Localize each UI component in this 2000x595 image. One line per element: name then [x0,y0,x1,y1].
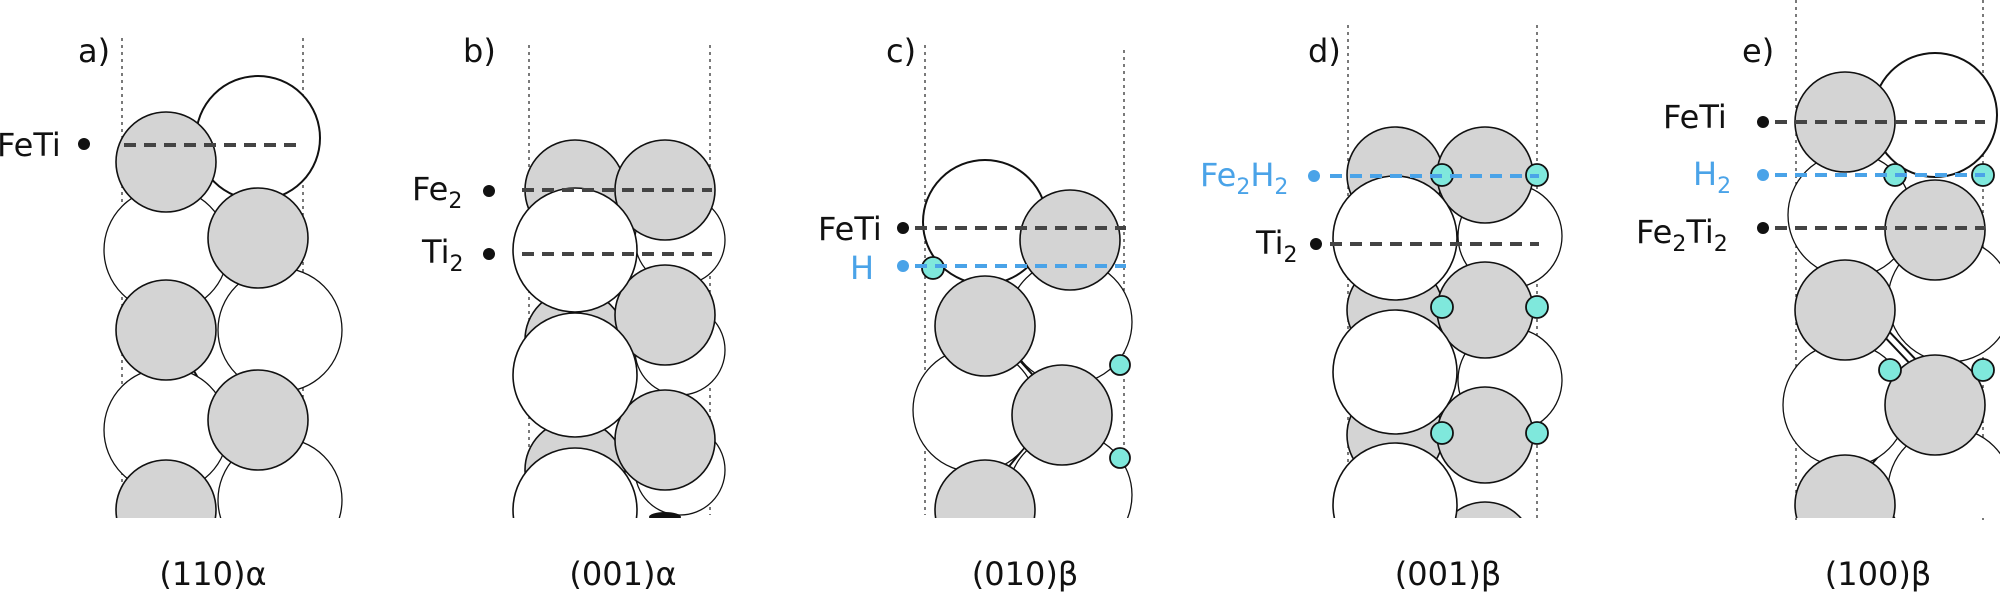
fe-atom [1794,259,1896,361]
fe-atom [934,459,1036,518]
fe-atom [1884,354,1986,456]
label-fe2h2: Fe2H2 [1200,156,1288,200]
label-ti2: Ti2 [421,233,463,277]
fe-atom [115,111,217,213]
panel-a-caption: (110)α [159,555,266,593]
label-fe2: Fe2 [412,170,462,214]
h-atom [1525,421,1549,445]
panel-a: a) FeTi (110)α [0,32,343,593]
label-dot [1757,222,1769,234]
panel-d-caption: (001)β [1395,555,1501,593]
panel-e-atoms [1782,52,2000,518]
label-feti: FeTi [1663,98,1727,136]
h-atom [1878,358,1902,382]
ti-atom [217,267,343,393]
panel-c-atoms [912,159,1133,518]
fe-atom [934,275,1036,377]
label-dot-h [1757,169,1769,181]
label-dot [483,248,495,260]
h-atom [1109,447,1131,469]
fe-atom-partial [649,512,681,518]
label-dot [897,222,909,234]
label-h2: H2 [1693,155,1731,199]
fe-atom [1019,189,1121,291]
panel-d-atoms [1332,126,1563,518]
label-dot [1310,238,1322,250]
label-dot [78,138,90,150]
label-fe2ti2: Fe2Ti2 [1636,213,1728,257]
ti-atom [1332,442,1458,518]
ti-atom [512,187,638,313]
fe-atom [614,264,716,366]
fe-atom [115,459,217,518]
ti-atom [512,312,638,438]
panel-c-caption: (010)β [972,555,1078,593]
label-h: H [850,249,874,287]
panel-e: e) FeTi H2 F [1636,0,2000,593]
h-atom [1430,421,1454,445]
panel-a-letter: a) [78,32,110,70]
panel-c: c) FeTi H (010)β [818,32,1133,593]
panel-e-letter: e) [1742,32,1774,70]
ti-atom [1332,175,1458,301]
panel-d: d) Fe2H2 Ti2 (001)β [1200,25,1563,593]
label-dot-h [1308,170,1320,182]
label-dot-h [897,260,909,272]
h-atom [1430,295,1454,319]
ti-atom [195,75,321,201]
fe-atom [614,389,716,491]
panel-b-letter: b) [463,32,496,70]
fe-atom [1011,364,1113,466]
panel-a-atoms [103,75,343,518]
panel-e-caption: (100)β [1825,555,1931,593]
ti-atom [1332,309,1458,435]
label-feti: FeTi [818,210,882,248]
label-dot [483,185,495,197]
panel-b-caption: (001)α [569,555,676,593]
panel-d-letter: d) [1308,32,1341,70]
ti-atom [512,447,638,518]
panel-b: b) Fe2 Ti2 (001)α [412,32,726,593]
fe-atom [207,369,309,471]
label-dot [1757,116,1769,128]
panel-c-letter: c) [886,32,916,70]
label-ti2: Ti2 [1255,224,1297,268]
h-atom [1109,354,1131,376]
fe-atom [207,187,309,289]
fe-atom [1794,454,1896,518]
h-atom [1971,358,1995,382]
panel-b-atoms [512,139,726,518]
label-feti: FeTi [0,126,61,164]
fe-atom [115,279,217,381]
h-atom [1525,295,1549,319]
fe-atom [1448,501,1522,518]
